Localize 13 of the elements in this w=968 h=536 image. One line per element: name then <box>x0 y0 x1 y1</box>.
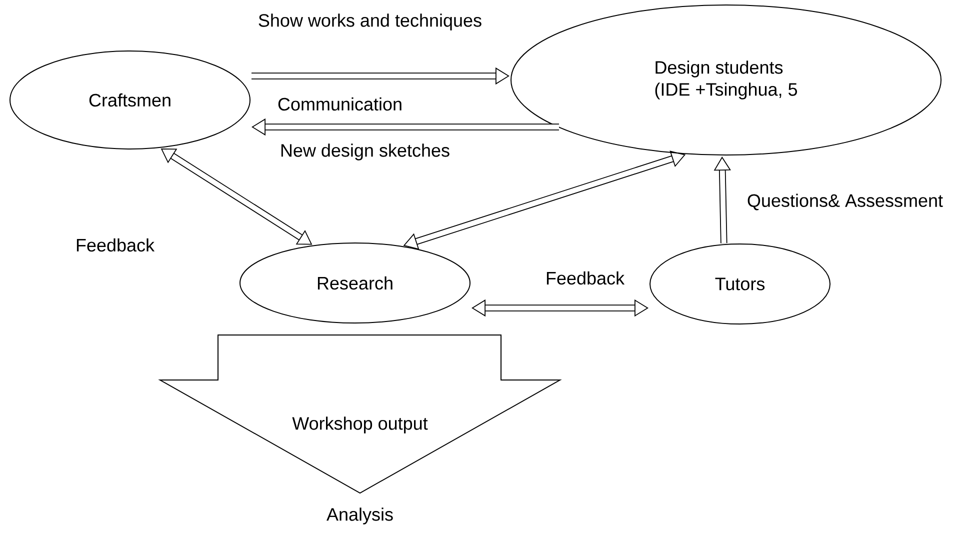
ellipse-node: Research <box>240 242 470 324</box>
label: Communication <box>278 97 402 111</box>
edge-label: Feedback <box>76 238 155 252</box>
hollow-arrow <box>714 156 731 244</box>
edge-label: New design sketches <box>281 144 450 160</box>
node-label: Analysis <box>326 508 393 524</box>
ellipse-node: Tutors <box>650 244 830 324</box>
edge-label: Questions& Assessment <box>748 194 943 210</box>
edge-label: Feedback <box>546 271 625 285</box>
ellipse-node: Craftsmen <box>10 50 250 150</box>
hollow-arrow <box>472 299 648 317</box>
ellipse-node: Design students (IDE +Tsinghua, 5 <box>510 4 942 156</box>
edge-label: Show works and techniques <box>258 14 482 30</box>
